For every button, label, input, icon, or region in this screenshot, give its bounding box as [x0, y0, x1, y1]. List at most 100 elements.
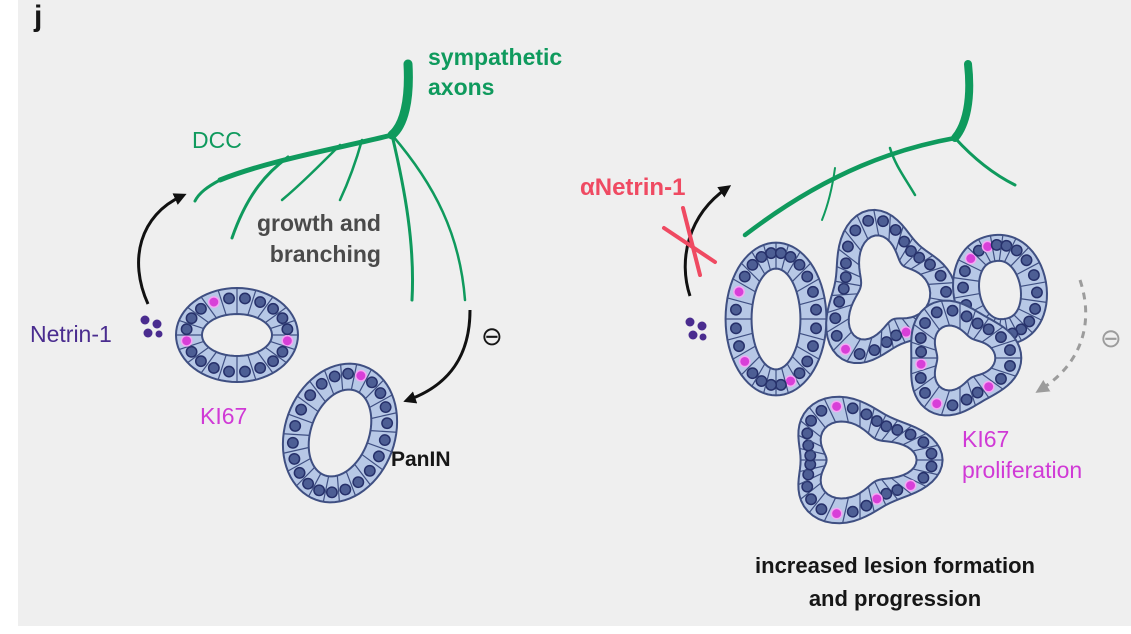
nucleus [880, 420, 893, 433]
cell-border [808, 491, 826, 513]
nucleus [276, 312, 289, 325]
cell-border [200, 351, 217, 374]
nucleus [746, 367, 759, 380]
nucleus [960, 310, 973, 323]
cell-border [973, 376, 990, 399]
nucleus [784, 251, 797, 263]
cell-border [874, 414, 887, 439]
cell-border [940, 390, 951, 416]
ki67-nucleus [733, 285, 745, 298]
nucleus [815, 404, 828, 417]
nucleus [774, 247, 787, 260]
cell-border [367, 442, 392, 453]
nucleus [1004, 359, 1016, 372]
cell-border [823, 398, 837, 423]
ki67-nucleus [738, 355, 751, 368]
nucleus [185, 312, 198, 325]
nucleus [891, 424, 904, 436]
panel-letter: j [34, 0, 43, 33]
nucleus [738, 270, 751, 283]
nucleus [339, 483, 352, 496]
nucleus [801, 427, 814, 440]
cell-border [879, 330, 883, 357]
cell-border [863, 337, 873, 363]
netrin-dots-left [140, 315, 163, 338]
nucleus [930, 306, 943, 319]
nucleus [223, 292, 235, 305]
nucleus [957, 281, 969, 294]
nucleus [917, 436, 930, 449]
nucleus [365, 376, 378, 389]
netrin-label: Netrin-1 [30, 321, 112, 347]
nucleus [379, 401, 392, 414]
cell-border [187, 306, 210, 324]
nucleus [805, 493, 818, 506]
nucleus [807, 340, 819, 353]
nucleus [849, 224, 862, 237]
nucleus [1020, 254, 1033, 267]
nucleus [860, 499, 873, 512]
cell-border [763, 244, 771, 271]
cell-border [247, 354, 257, 380]
cell-border [364, 379, 384, 400]
ki67-nucleus [930, 397, 943, 410]
lesion-right-4 [910, 299, 1023, 417]
cell-border [966, 380, 976, 406]
cell-border [827, 304, 853, 314]
cell-border [928, 282, 955, 285]
ki67-nucleus [904, 479, 917, 492]
cell-border [800, 420, 822, 438]
cell-border [283, 446, 309, 454]
cell-border [309, 380, 326, 403]
cell-border [831, 293, 858, 297]
nucleus [372, 450, 385, 463]
cell-border [981, 373, 1004, 390]
axon-tree-left [193, 59, 467, 302]
cell-border [257, 351, 274, 374]
axon-tree-right [742, 60, 1017, 238]
nucleus [919, 317, 931, 329]
cell-border [200, 296, 217, 319]
nucleus [328, 370, 341, 383]
nucleus [837, 282, 850, 295]
ki67-nucleus [207, 296, 220, 308]
cell-border [308, 473, 322, 497]
axons-label: sympathetic axons [428, 44, 563, 100]
lesion-left-top [174, 286, 299, 384]
ki67-nucleus [281, 334, 294, 347]
nucleus [1023, 315, 1036, 328]
ki67-nucleus [964, 252, 977, 265]
inhibition-icon-left: ⊖ [481, 321, 503, 351]
cell-border [727, 297, 753, 306]
cell-border [247, 290, 257, 316]
dcc-label: DCC [192, 127, 242, 153]
nucleus [960, 393, 973, 406]
nucleus [352, 476, 365, 489]
nucleus [940, 285, 952, 298]
cell-border [1017, 308, 1042, 321]
cell-border [340, 364, 344, 391]
nucleus [924, 258, 936, 271]
ki67-nucleus [839, 343, 852, 356]
cell-border [371, 412, 397, 420]
cell-border [953, 277, 980, 282]
cell-border [867, 486, 875, 513]
nucleus [917, 471, 930, 484]
nucleus [868, 344, 881, 357]
cell-border [888, 214, 891, 241]
nucleus [1004, 344, 1016, 357]
cell-border [345, 471, 357, 496]
ki67-nucleus [784, 375, 797, 387]
cell-border [911, 341, 937, 351]
cell-border [881, 419, 899, 442]
cell-border [740, 262, 761, 282]
nucleus [302, 477, 315, 490]
cell-border [1010, 247, 1030, 267]
cell-border [786, 363, 801, 387]
panin-label: PanIN [391, 448, 451, 471]
cell-border [990, 367, 1017, 377]
ki67-nucleus [915, 358, 928, 371]
nucleus [853, 348, 866, 360]
cell-border [1020, 298, 1047, 303]
cell-border [923, 385, 940, 408]
